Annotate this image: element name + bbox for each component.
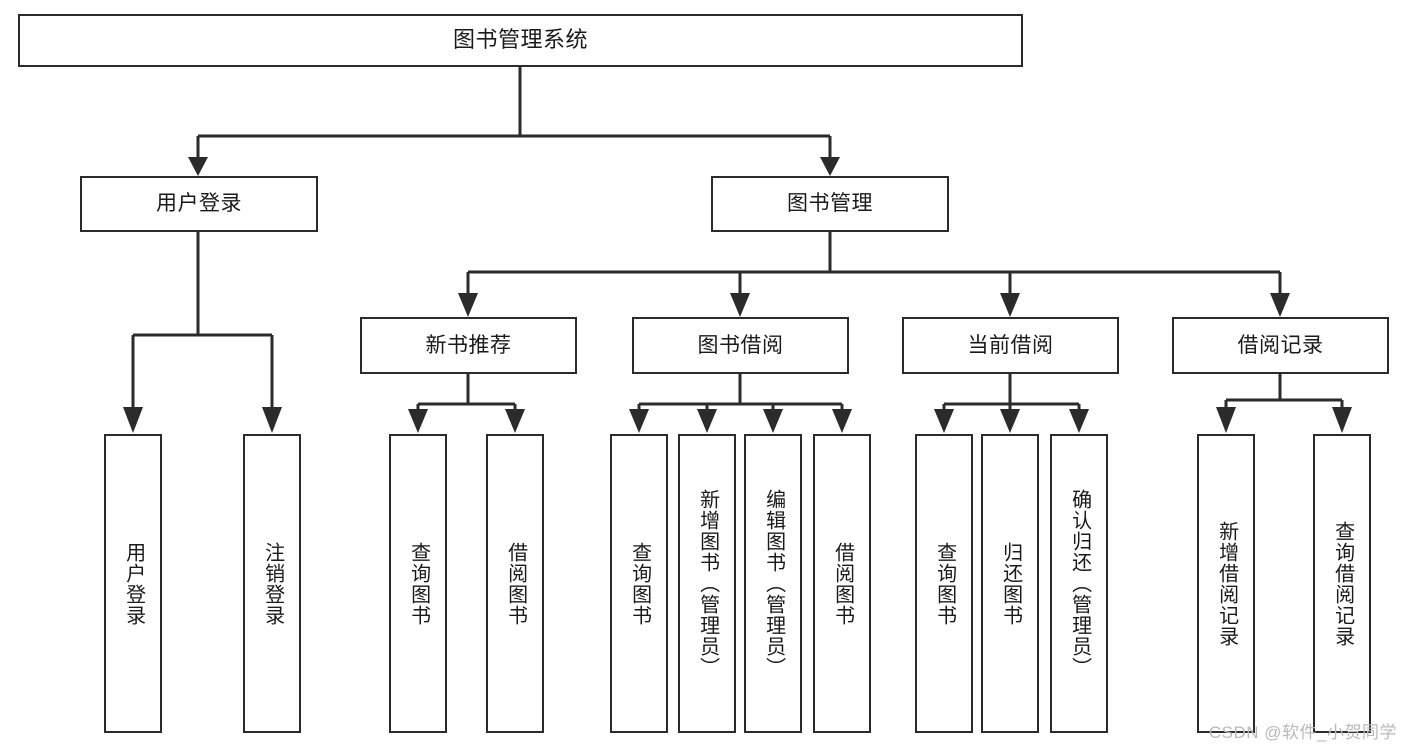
node-label: 新书推荐 xyxy=(425,333,512,357)
node-label: 查询借阅记录 xyxy=(1331,520,1354,647)
node-label: 查询图书 xyxy=(628,541,651,626)
leaf-user-login[interactable]: 用户登录 xyxy=(104,434,162,733)
leaf-query-book-borrow[interactable]: 查询图书 xyxy=(610,434,668,733)
node-root-book-management-system[interactable]: 图书管理系统 xyxy=(18,14,1023,67)
node-label: 查询图书 xyxy=(933,541,956,626)
leaf-query-book-newbook[interactable]: 查询图书 xyxy=(389,434,447,733)
leaf-logout[interactable]: 注销登录 xyxy=(243,434,301,733)
node-current-borrowing[interactable]: 当前借阅 xyxy=(902,317,1119,374)
leaf-return-book[interactable]: 归还图书 xyxy=(981,434,1039,733)
node-label: 编辑图书（管理员） xyxy=(762,489,785,678)
leaf-borrow-book-newbook[interactable]: 借阅图书 xyxy=(486,434,544,733)
node-label: 用户登录 xyxy=(156,192,242,216)
node-new-book-recommendation[interactable]: 新书推荐 xyxy=(360,317,577,374)
node-label: 注销登录 xyxy=(261,541,284,626)
node-borrowing-record[interactable]: 借阅记录 xyxy=(1172,317,1389,374)
node-label: 借阅图书 xyxy=(504,541,527,626)
leaf-query-book-current[interactable]: 查询图书 xyxy=(915,434,973,733)
node-label: 新增借阅记录 xyxy=(1215,520,1238,647)
node-label: 借阅记录 xyxy=(1237,333,1324,357)
leaf-add-book-admin[interactable]: 新增图书（管理员） xyxy=(678,434,736,733)
node-label: 确认归还（管理员） xyxy=(1068,489,1091,678)
leaf-add-borrow-record[interactable]: 新增借阅记录 xyxy=(1197,434,1255,733)
node-label: 归还图书 xyxy=(999,541,1022,626)
node-label: 当前借阅 xyxy=(967,333,1054,357)
node-user-login[interactable]: 用户登录 xyxy=(80,176,318,232)
node-book-management[interactable]: 图书管理 xyxy=(711,176,949,232)
leaf-edit-book-admin[interactable]: 编辑图书（管理员） xyxy=(744,434,802,733)
node-label: 查询图书 xyxy=(407,541,430,626)
node-label: 图书管理 xyxy=(787,192,873,216)
node-label: 借阅图书 xyxy=(831,541,854,626)
leaf-query-borrow-record[interactable]: 查询借阅记录 xyxy=(1313,434,1371,733)
leaf-borrow-book[interactable]: 借阅图书 xyxy=(813,434,871,733)
node-label: 图书借阅 xyxy=(697,333,784,357)
node-label: 图书管理系统 xyxy=(452,27,588,53)
node-label: 新增图书（管理员） xyxy=(696,489,719,678)
node-label: 用户登录 xyxy=(122,541,145,626)
node-book-borrowing[interactable]: 图书借阅 xyxy=(632,317,849,374)
leaf-confirm-return-admin[interactable]: 确认归还（管理员） xyxy=(1050,434,1108,733)
